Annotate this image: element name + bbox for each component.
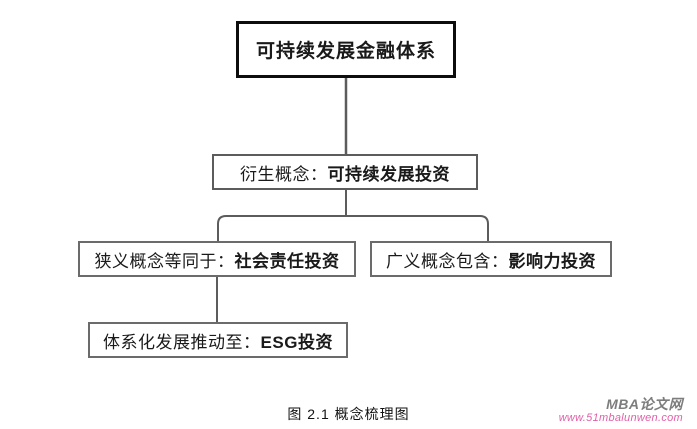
- figure-caption: 图 2.1 概念梳理图: [287, 406, 410, 422]
- watermark: MBA论文网 www.51mbalunwen.com: [559, 396, 683, 425]
- watermark-title: MBA论文网: [606, 396, 683, 412]
- watermark-url: www.51mbalunwen.com: [558, 412, 683, 425]
- node-derived-lead: 衍生概念：: [240, 164, 328, 184]
- node-broad-key: 影响力投资: [508, 251, 596, 271]
- node-derived-concept[interactable]: 衍生概念：可持续发展投资: [212, 154, 478, 190]
- node-narrow-lead: 狭义概念等同于：: [94, 251, 235, 271]
- node-broad-concept[interactable]: 广义概念包含：影响力投资: [370, 241, 612, 277]
- node-esg-lead: 体系化发展推动至：: [103, 332, 261, 352]
- node-root-key: 可持续发展金融体系: [255, 41, 436, 62]
- node-derived-key: 可持续发展投资: [327, 164, 450, 184]
- node-sustainable-finance-system[interactable]: 可持续发展金融体系: [236, 21, 456, 78]
- connector-split-bar: [217, 215, 489, 241]
- node-broad-lead: 广义概念包含：: [386, 251, 509, 271]
- node-esg-investment[interactable]: 体系化发展推动至：ESG投资: [88, 322, 348, 358]
- node-narrow-concept[interactable]: 狭义概念等同于：社会责任投资: [78, 241, 356, 277]
- node-narrow-key: 社会责任投资: [234, 251, 340, 271]
- node-esg-key: ESG投资: [260, 332, 333, 352]
